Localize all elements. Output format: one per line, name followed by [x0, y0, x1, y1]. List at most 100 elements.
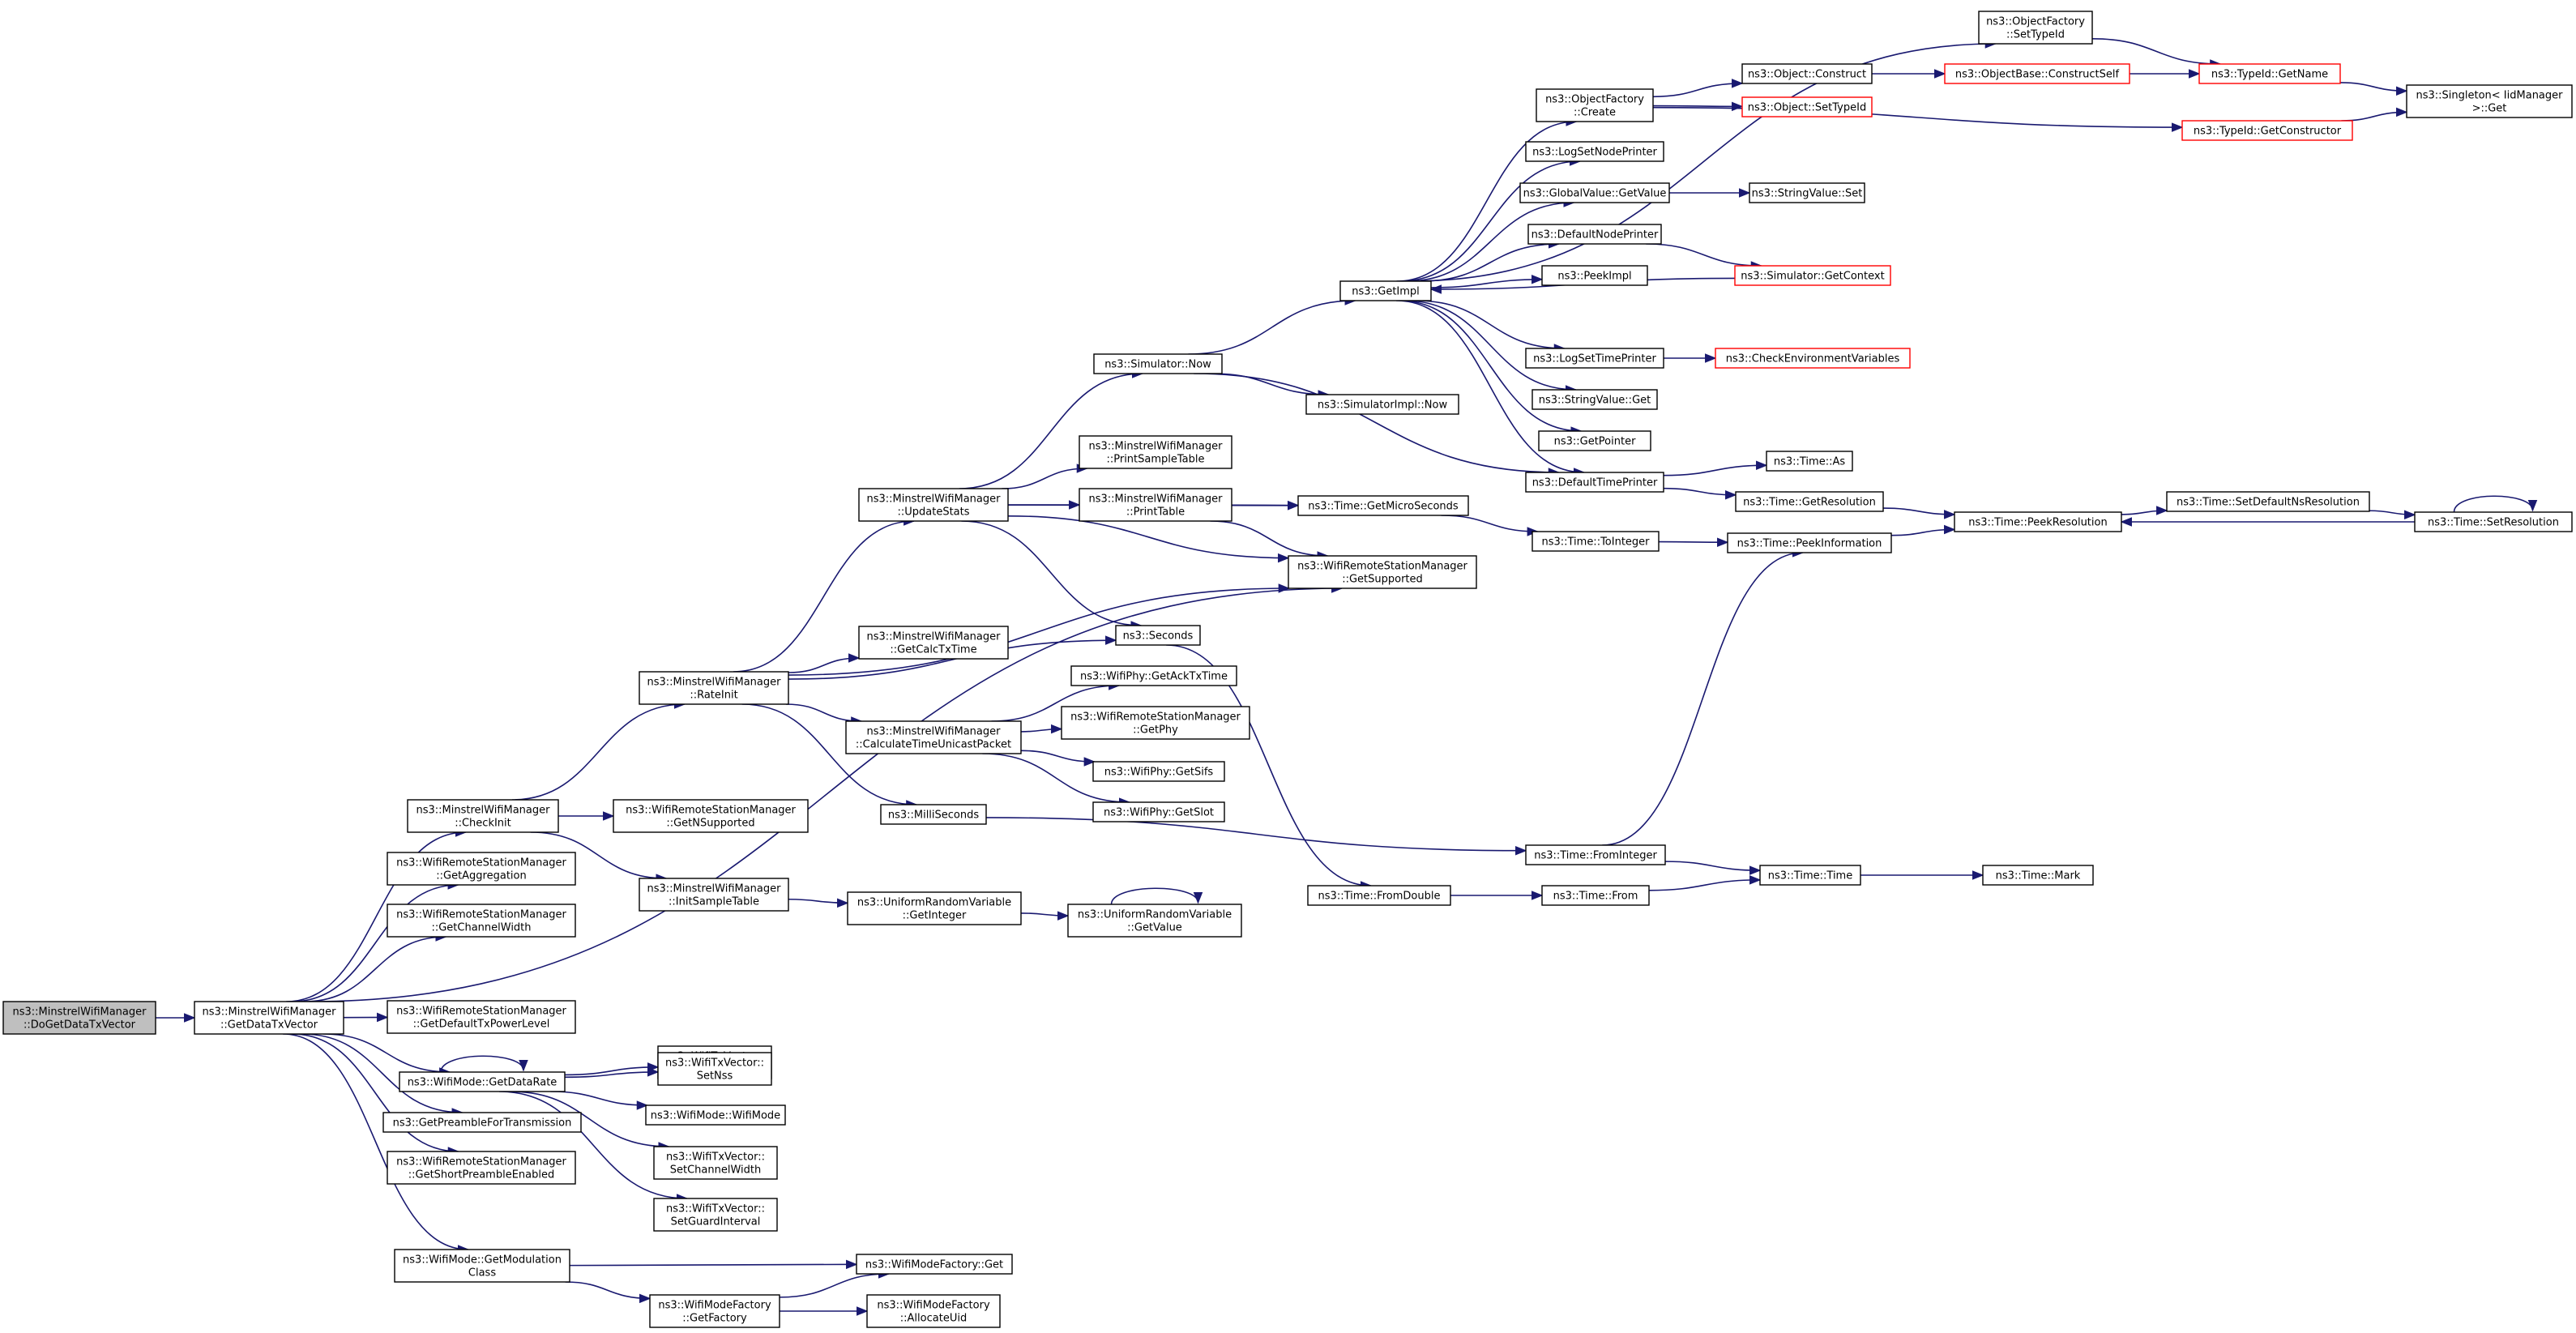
- node-label: ::GetNSupported: [666, 818, 754, 830]
- node-setres[interactable]: ns3::Time::SetResolution: [2414, 511, 2573, 532]
- node-simgetcontext[interactable]: ns3::Simulator::GetContext: [1734, 265, 1891, 286]
- node-logsetnode[interactable]: ns3::LogSetNodePrinter: [1525, 141, 1664, 162]
- node-updatestats[interactable]: ns3::MinstrelWifiManager::UpdateStats: [858, 488, 1009, 522]
- node-label: ns3::TypeId::GetConstructor: [2194, 126, 2342, 138]
- node-box: [2198, 63, 2341, 84]
- node-label: ns3::WifiRemoteStationManager: [396, 1156, 566, 1169]
- node-setnss[interactable]: ns3::WifiTxVector::SetNss: [657, 1052, 772, 1086]
- node-gvgetvalue[interactable]: ns3::GlobalValue::GetValue: [1519, 182, 1670, 203]
- node-label: ns3::DefaultNodePrinter: [1532, 229, 1659, 241]
- node-fromdouble[interactable]: ns3::Time::FromDouble: [1307, 885, 1451, 906]
- node-typeidgetname[interactable]: ns3::TypeId::GetName: [2198, 63, 2341, 84]
- node-defnodeprinter[interactable]: ns3::DefaultNodePrinter: [1527, 224, 1662, 245]
- node-calctime[interactable]: ns3::MinstrelWifiManager::CalculateTimeU…: [845, 720, 1022, 754]
- node-milli[interactable]: ns3::MilliSeconds: [880, 804, 987, 825]
- node-peekinfo[interactable]: ns3::Time::PeekInformation: [1727, 532, 1892, 553]
- node-label: ::GetFactory: [682, 1313, 747, 1325]
- node-label: ns3::WifiTxVector::: [666, 1203, 765, 1216]
- node-getshortpre[interactable]: ns3::WifiRemoteStationManager::GetShortP…: [387, 1151, 576, 1185]
- node-getdatarate[interactable]: ns3::WifiMode::GetDataRate: [399, 1071, 566, 1092]
- node-simnow[interactable]: ns3::Simulator::Now: [1093, 353, 1223, 374]
- node-objbasecs[interactable]: ns3::ObjectBase::ConstructSelf: [1944, 63, 2130, 84]
- node-from[interactable]: ns3::Time::From: [1541, 885, 1650, 906]
- node-initsample[interactable]: ns3::MinstrelWifiManager::InitSampleTabl…: [639, 878, 789, 912]
- node-getmicro[interactable]: ns3::Time::GetMicroSeconds: [1297, 495, 1469, 516]
- node-label: ::PrintTable: [1126, 506, 1185, 519]
- node-ofcreate[interactable]: ns3::ObjectFactory::Create: [1536, 88, 1654, 122]
- node-deftimeprinter[interactable]: ns3::DefaultTimePrinter: [1525, 472, 1664, 493]
- node-box: [382, 1112, 582, 1133]
- node-setdefres[interactable]: ns3::Time::SetDefaultNsResolution: [2166, 491, 2370, 512]
- node-objconstruct[interactable]: ns3::Object::Construct: [1741, 63, 1873, 84]
- node-printtable[interactable]: ns3::MinstrelWifiManager::PrintTable: [1079, 488, 1232, 522]
- edge-getimpl-to-gvgetvalue: [1406, 198, 1575, 282]
- node-getpreamble[interactable]: ns3::GetPreambleForTransmission: [382, 1112, 582, 1133]
- node-timetime[interactable]: ns3::Time::Time: [1759, 865, 1861, 886]
- node-mfalloc[interactable]: ns3::WifiModeFactory::AllocateUid: [866, 1294, 1001, 1328]
- node-svget[interactable]: ns3::StringValue::Get: [1532, 389, 1658, 410]
- edge-rateinit-to-milli: [741, 703, 918, 810]
- node-svset[interactable]: ns3::StringValue::Set: [1749, 182, 1865, 203]
- node-wifimode[interactable]: ns3::WifiMode::WifiMode: [645, 1104, 786, 1126]
- node-frominteger[interactable]: ns3::Time::FromInteger: [1525, 844, 1666, 865]
- node-setchw[interactable]: ns3::WifiTxVector::SetChannelWidth: [653, 1146, 778, 1180]
- node-seconds[interactable]: ns3::Seconds: [1115, 625, 1201, 646]
- node-getdeftx[interactable]: ns3::WifiRemoteStationManager::GetDefaul…: [387, 1000, 576, 1034]
- node-label: ::GetDataTxVector: [220, 1019, 318, 1032]
- node-singleton[interactable]: ns3::Singleton< IidManager>::Get: [2406, 84, 2573, 118]
- node-simimplnow[interactable]: ns3::SimulatorImpl::Now: [1305, 394, 1459, 415]
- edge-getimpl-to-peekimpl: [1430, 275, 1544, 288]
- node-label: ns3::WifiMode::WifiMode: [651, 1110, 780, 1122]
- node-getchw[interactable]: ns3::WifiRemoteStationManager::GetChanne…: [387, 904, 576, 938]
- node-setgi[interactable]: ns3::WifiTxVector::SetGuardInterval: [653, 1198, 778, 1232]
- node-getacktx[interactable]: ns3::WifiPhy::GetAckTxTime: [1070, 665, 1237, 686]
- node-label: ns3::TypeId::GetName: [2211, 69, 2328, 81]
- node-doget[interactable]: ns3::MinstrelWifiManager::DoGetDataTxVec…: [2, 1001, 156, 1035]
- node-box: [2414, 511, 2573, 532]
- node-rateinit[interactable]: ns3::MinstrelWifiManager::RateInit: [639, 671, 789, 705]
- node-typeidgetctor[interactable]: ns3::TypeId::GetConstructor: [2181, 120, 2353, 141]
- node-getnsupp[interactable]: ns3::WifiRemoteStationManager::GetNSuppo…: [613, 799, 809, 833]
- node-mfget[interactable]: ns3::WifiModeFactory::Get: [856, 1254, 1013, 1275]
- node-box: [1749, 182, 1865, 203]
- node-box: [1339, 280, 1432, 301]
- edge-typeidgetname-to-singleton: [2339, 82, 2408, 96]
- node-objsettypeid[interactable]: ns3::Object::SetTypeId: [1741, 96, 1873, 117]
- node-getagg[interactable]: ns3::WifiRemoteStationManager::GetAggreg…: [387, 852, 576, 886]
- node-label: ns3::WifiRemoteStationManager: [1070, 711, 1241, 724]
- node-label: ::SetTypeId: [2006, 29, 2065, 41]
- node-getdatatx[interactable]: ns3::MinstrelWifiManager::GetDataTxVecto…: [194, 1001, 344, 1035]
- node-getimpl[interactable]: ns3::GetImpl: [1339, 280, 1432, 301]
- node-printsample[interactable]: ns3::MinstrelWifiManager::PrintSampleTab…: [1079, 435, 1232, 469]
- node-mfgetfactory[interactable]: ns3::WifiModeFactory::GetFactory: [649, 1294, 780, 1328]
- node-getpointer[interactable]: ns3::GetPointer: [1538, 430, 1651, 451]
- node-getcalctx[interactable]: ns3::MinstrelWifiManager::GetCalcTxTime: [858, 626, 1009, 660]
- node-box: [1525, 844, 1666, 865]
- node-timemark[interactable]: ns3::Time::Mark: [1982, 865, 2094, 886]
- node-label: ::RateInit: [690, 690, 737, 702]
- node-timeas[interactable]: ns3::Time::As: [1766, 451, 1853, 472]
- node-getsupported[interactable]: ns3::WifiRemoteStationManager::GetSuppor…: [1288, 555, 1477, 589]
- node-box: [858, 626, 1009, 660]
- node-urvval[interactable]: ns3::UniformRandomVariable::GetValue: [1067, 904, 1242, 938]
- node-tointeger[interactable]: ns3::Time::ToInteger: [1532, 531, 1660, 552]
- node-getres[interactable]: ns3::Time::GetResolution: [1735, 491, 1884, 512]
- node-logsettime[interactable]: ns3::LogSetTimePrinter: [1525, 348, 1664, 369]
- node-peekres[interactable]: ns3::Time::PeekResolution: [1954, 511, 2122, 532]
- node-checkenv[interactable]: ns3::CheckEnvironmentVariables: [1715, 348, 1911, 369]
- node-label: ::GetChannelWidth: [431, 922, 531, 934]
- node-getsifs[interactable]: ns3::WifiPhy::GetSifs: [1092, 761, 1225, 782]
- node-box: [639, 878, 789, 912]
- node-box: [394, 1249, 570, 1283]
- node-urvint[interactable]: ns3::UniformRandomVariable::GetInteger: [847, 891, 1022, 925]
- node-ofsettypeid[interactable]: ns3::ObjectFactory::SetTypeId: [1978, 11, 2093, 45]
- node-getphy[interactable]: ns3::WifiRemoteStationManager::GetPhy: [1061, 706, 1250, 740]
- node-label: Class: [468, 1267, 496, 1280]
- node-getslot[interactable]: ns3::WifiPhy::GetSlot: [1092, 801, 1225, 822]
- node-checkinit[interactable]: ns3::MinstrelWifiManager::CheckInit: [407, 799, 559, 833]
- edge-calctime-to-getslot: [982, 753, 1131, 807]
- node-label: ns3::WifiMode::GetDataRate: [408, 1077, 557, 1089]
- node-peekimpl[interactable]: ns3::PeekImpl: [1541, 265, 1648, 286]
